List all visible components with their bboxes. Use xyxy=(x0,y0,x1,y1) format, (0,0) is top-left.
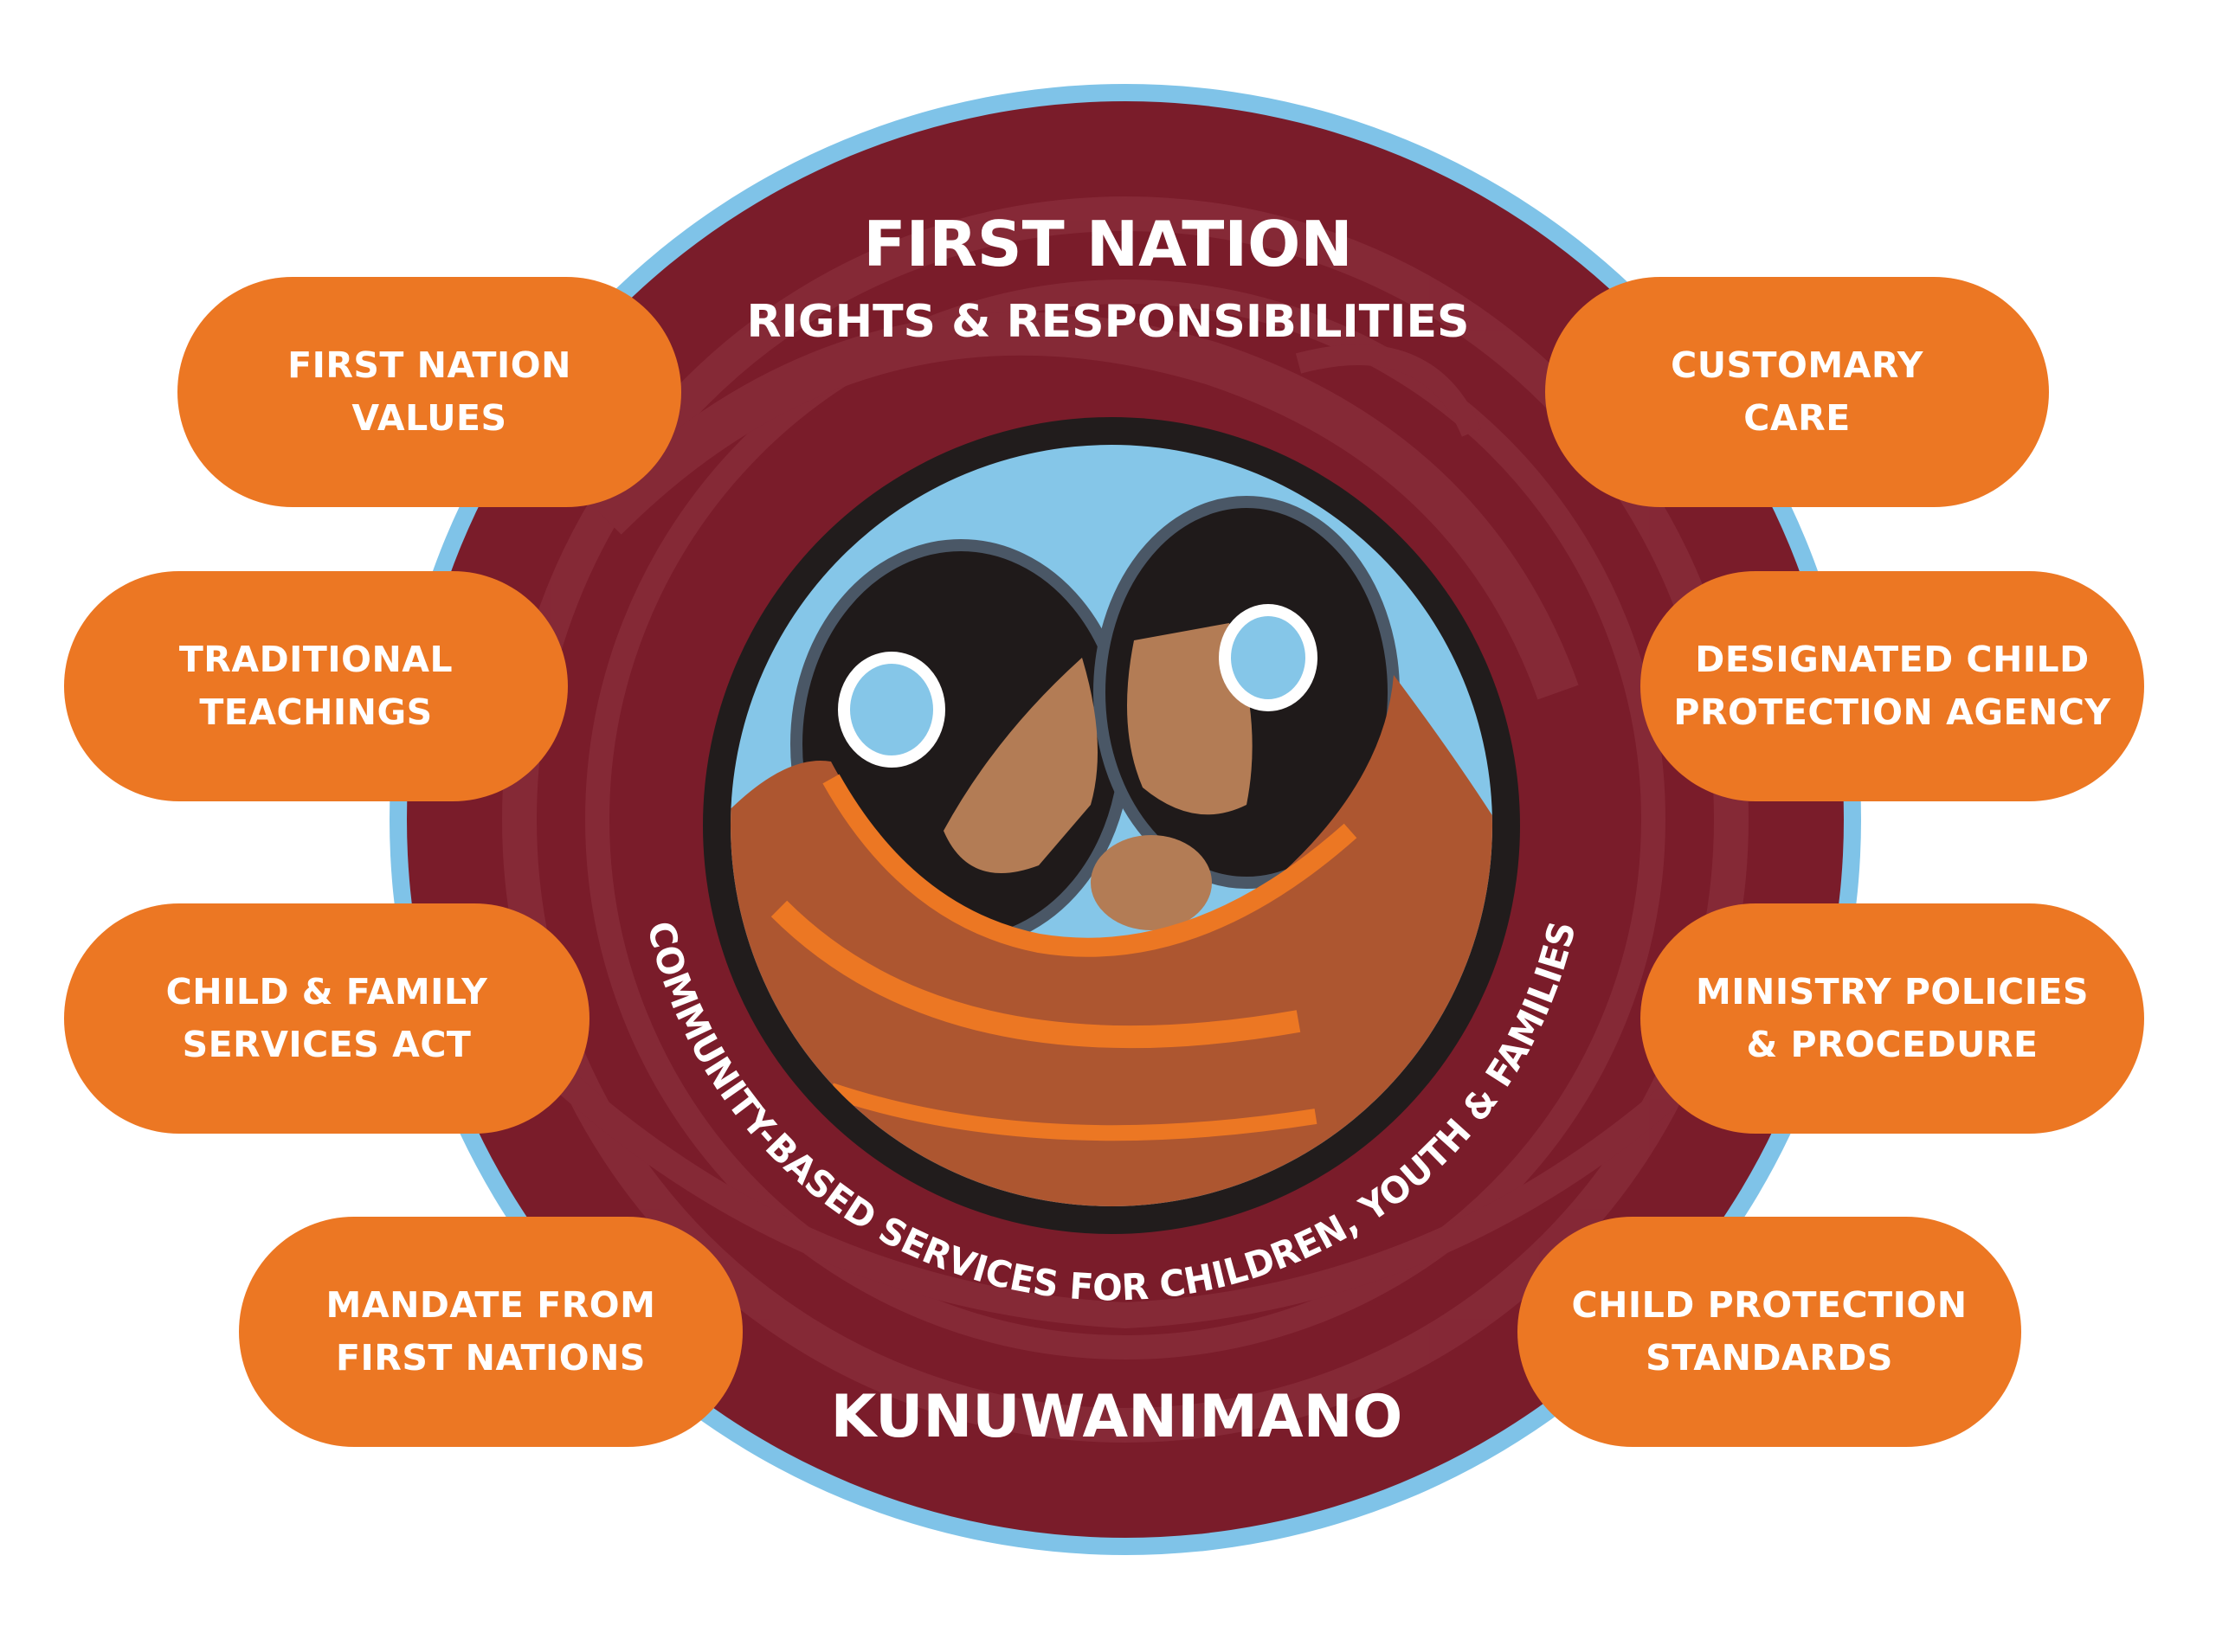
item-line: CHILD & FAMILY xyxy=(165,971,488,1012)
family-illustration xyxy=(731,445,1492,1206)
item-line: STANDARDS xyxy=(1646,1337,1893,1379)
item-line: VALUES xyxy=(351,397,507,439)
item-line: CUSTOMARY xyxy=(1671,344,1923,386)
item-traditional-teachings: TRADITIONAL TEACHINGS xyxy=(64,571,568,801)
item-line: TEACHINGS xyxy=(199,691,433,733)
item-line: CHILD PROTECTION xyxy=(1571,1284,1968,1326)
item-child-family-services-act: CHILD & FAMILY SERVICES ACT xyxy=(64,903,589,1134)
item-line: FIRST NATIONS xyxy=(336,1337,646,1379)
item-line: FIRST NATION xyxy=(287,344,571,386)
mother-feather xyxy=(838,652,945,768)
item-line: CARE xyxy=(1743,397,1851,439)
item-line: MANDATE FROM xyxy=(325,1284,656,1326)
mother-face xyxy=(944,658,1098,873)
blanket-fold xyxy=(770,900,1301,1049)
father-feather xyxy=(1219,604,1317,711)
item-line: TRADITIONAL xyxy=(178,639,454,680)
item-mandate-from-first-nations: MANDATE FROM FIRST NATIONS xyxy=(239,1217,743,1447)
item-line: & PROCEDURE xyxy=(1746,1024,2039,1065)
background-swirl-pattern xyxy=(502,196,1749,1443)
blanket-fold xyxy=(828,1083,1317,1141)
page-title: FIRST NATION xyxy=(863,208,1353,280)
item-line: MINISTRY POLICIES xyxy=(1695,971,2090,1012)
baby-head xyxy=(1091,835,1212,930)
item-designated-child-protection-agency: DESIGNATED CHILD PROTECTION AGENCY xyxy=(1640,571,2144,801)
item-customary-care: CUSTOMARY CARE xyxy=(1545,277,2049,507)
blanket-fold xyxy=(822,774,1357,957)
item-ministry-policies-procedure: MINISTRY POLICIES & PROCEDURE xyxy=(1640,903,2144,1134)
item-line: SERVICES ACT xyxy=(182,1024,472,1065)
item-child-protection-standards: CHILD PROTECTION STANDARDS xyxy=(1517,1217,2021,1447)
item-line: PROTECTION AGENCY xyxy=(1673,691,2111,733)
page-subtitle: RIGHTS & RESPONSIBILITIES xyxy=(746,296,1470,348)
footer-title: KUNUWANIMANO xyxy=(830,1383,1403,1451)
item-first-nation-values: FIRST NATION VALUES xyxy=(177,277,681,507)
item-line: DESIGNATED CHILD xyxy=(1695,639,2090,680)
